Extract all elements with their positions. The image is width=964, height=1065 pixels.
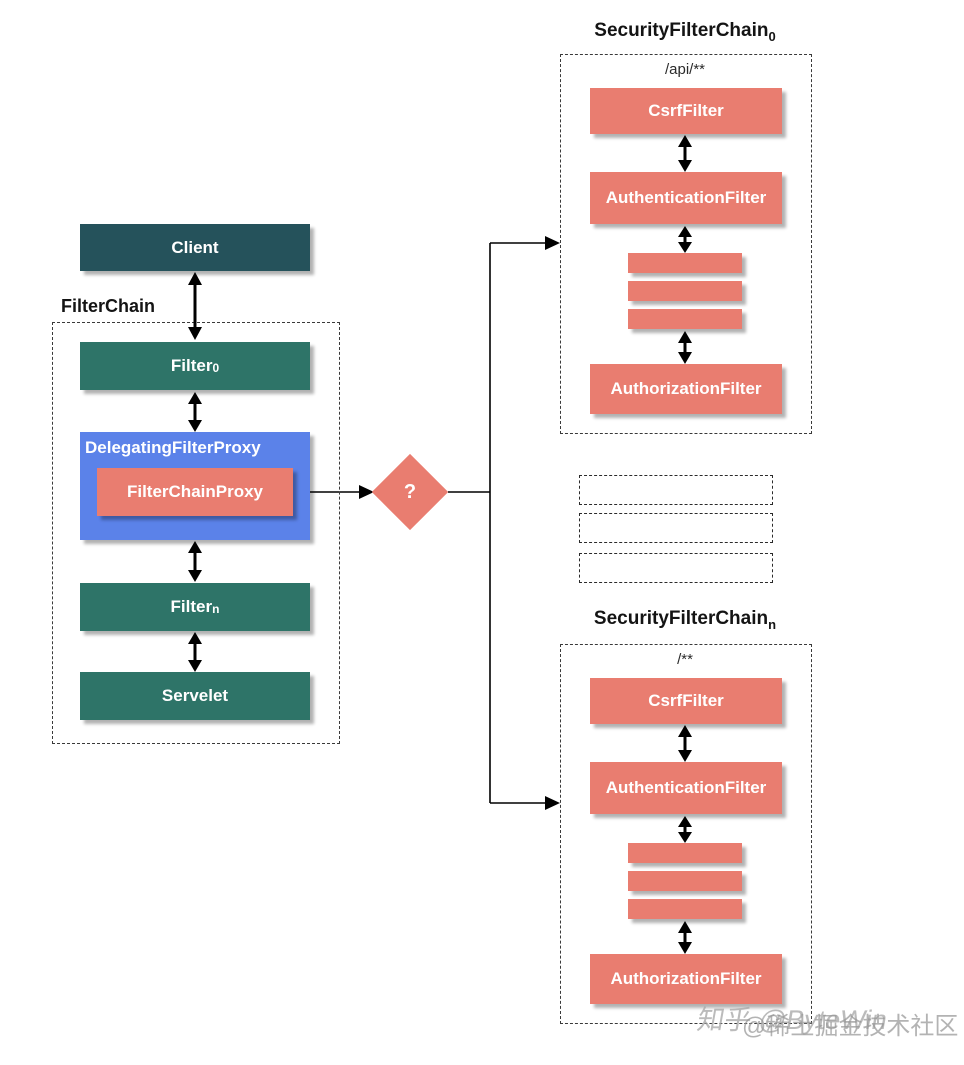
filterchain-label: FilterChain [61,296,156,316]
arrowhead-to-diamond [359,485,374,499]
decision-label: ? [403,480,417,503]
chainn-title-subscript: n [768,616,777,632]
chainn-authorizationfilter-node: AuthorizationFilter [590,954,782,1004]
servelet-node: Servelet [80,672,310,720]
chain0-authorizationfilter-label: AuthorizationFilter [610,379,762,398]
chainn-authenticationfilter-label: AuthenticationFilter [605,778,767,797]
connector-lines [293,236,560,810]
chain0-filter-bar-1 [628,253,742,273]
chainn-arrow-csrf-auth [678,725,692,762]
chain0-authorizationfilter-node: AuthorizationFilter [590,364,782,414]
chain0-title: SecurityFilterChain0 [560,20,810,44]
chainn-title: SecurityFilterChainn [560,608,810,632]
placeholder-chain-box-1 [579,475,773,505]
filtern-label: Filter [170,597,213,616]
chainn-arrow-auth-more [678,816,692,843]
chainn-filter-bar-1 [628,843,742,863]
chain0-csrffilter-label: CsrfFilter [648,101,724,120]
chain0-authenticationfilter-label: AuthenticationFilter [605,188,767,207]
chain0-title-base: SecurityFilterChain [594,20,769,41]
chain0-arrow-more-authz [678,331,692,364]
chain0-filter-bar-3 [628,309,742,329]
delegatingfilterproxy-label: DelegatingFilterProxy [85,438,261,457]
chain0-pattern: /api/** [664,61,706,78]
chain0-authenticationfilter-node: AuthenticationFilter [590,172,782,224]
filter0-label: Filter [170,356,213,375]
client-node: Client [80,224,310,271]
chainn-authorizationfilter-label: AuthorizationFilter [610,969,762,988]
chain0-arrow-auth-more [678,226,692,253]
filtern-subscript: n [212,602,220,616]
placeholder-chain-box-3 [579,553,773,583]
chainn-pattern: /** [677,651,693,668]
filterchainproxy-label: FilterChainProxy [126,482,264,501]
arrow-dfp-filtern [188,541,202,582]
client-label: Client [171,237,219,257]
arrowhead-to-chainn [545,796,560,810]
servelet-label: Servelet [161,686,229,705]
arrow-filtern-servelet [188,632,202,672]
chain0-container [560,54,812,434]
placeholder-chain-box-2 [579,513,773,543]
chain0-csrffilter-node: CsrfFilter [590,88,782,134]
arrow-filter0-dfp [188,392,202,432]
decision-diamond: ? [371,453,449,531]
chain0-title-subscript: 0 [768,28,776,44]
arrow-client-filter0 [188,272,202,340]
chainn-arrow-more-authz [678,921,692,954]
chain0-filter-bar-2 [628,281,742,301]
chainn-authenticationfilter-node: AuthenticationFilter [590,762,782,814]
chainn-filter-bar-2 [628,871,742,891]
filter0-subscript: 0 [212,361,220,375]
arrowhead-to-chain0 [545,236,560,250]
filterchainproxy-node: FilterChainProxy [97,468,293,516]
chainn-filter-bar-3 [628,899,742,919]
chainn-csrffilter-label: CsrfFilter [648,691,724,710]
chainn-csrffilter-node: CsrfFilter [590,678,782,724]
chain0-arrow-csrf-auth [678,135,692,172]
chainn-container [560,644,812,1024]
chainn-title-base: SecurityFilterChain [593,608,769,629]
